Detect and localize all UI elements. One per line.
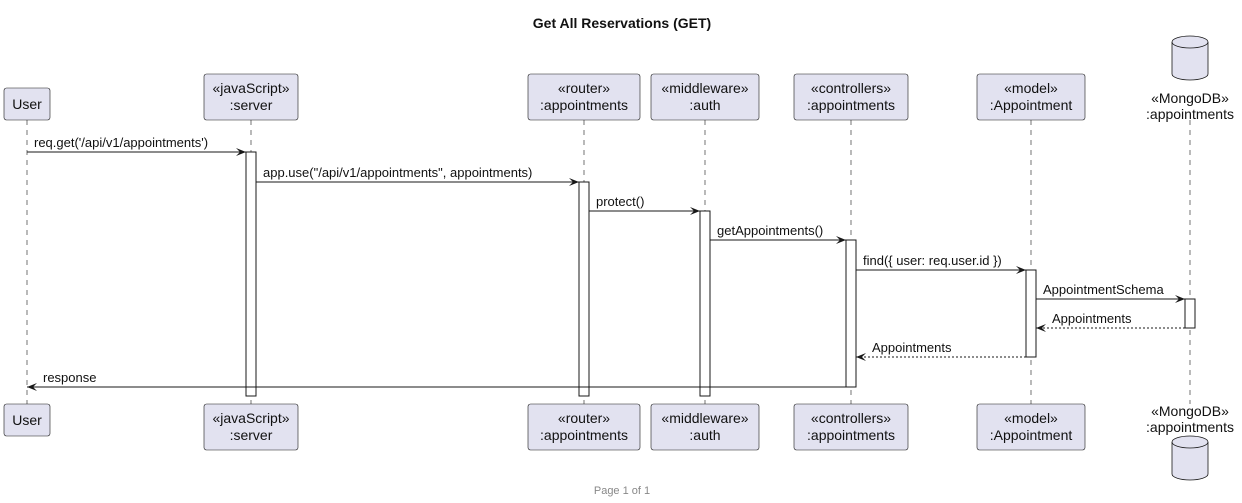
arrowhead-icon: [1036, 324, 1046, 332]
participant-stereotype: «middleware»: [661, 80, 748, 96]
message-2: app.use("/api/v1/appointments", appointm…: [256, 165, 579, 186]
messages: req.get('/api/v1/appointments') app.use("…: [27, 135, 1185, 391]
activation-server: [245, 151, 257, 397]
message-6: AppointmentSchema: [1036, 282, 1185, 303]
participant-stereotype: «model»: [1004, 410, 1058, 426]
participant-box: [793, 73, 909, 121]
participant-auth-top: «middleware»:auth: [650, 73, 760, 121]
arrowhead-icon: [856, 353, 866, 361]
message-label: app.use("/api/v1/appointments", appointm…: [263, 165, 532, 180]
message-4: getAppointments(): [710, 223, 846, 244]
activation-db: [1184, 298, 1196, 329]
participants-bottom: User«javaScript»:server«router»:appointm…: [3, 403, 1234, 481]
participant-box: [527, 73, 641, 121]
message-label: req.get('/api/v1/appointments'): [34, 135, 208, 150]
database-icon-rim: [1171, 41, 1209, 49]
message-8: Appointments: [856, 340, 1026, 361]
arrowhead-icon: [690, 207, 700, 215]
database-icon: [1171, 435, 1209, 481]
participant-name: :appointments: [807, 427, 895, 443]
participant-name: :auth: [689, 427, 720, 443]
participant-stereotype: «router»: [558, 410, 610, 426]
page-footer: Page 1 of 1: [594, 485, 650, 497]
message-label: Appointments: [1052, 311, 1132, 326]
activation-model: [1025, 269, 1037, 358]
participant-name: :appointments: [807, 97, 895, 113]
participant-auth-bottom: «middleware»:auth: [650, 403, 760, 451]
message-7: Appointments: [1036, 311, 1185, 332]
participant-box: [203, 403, 299, 451]
participant-router-bottom: «router»:appointments: [527, 403, 641, 451]
participant-name: User: [12, 96, 42, 112]
participant-name: :auth: [689, 97, 720, 113]
participant-db-top: «MongoDB»:appointments: [1146, 35, 1234, 122]
participant-name: :appointments: [1146, 419, 1234, 435]
arrowhead-icon: [236, 148, 246, 156]
message-label: Appointments: [872, 340, 952, 355]
participant-stereotype: «controllers»: [811, 80, 891, 96]
participant-server-top: «javaScript»:server: [203, 73, 299, 121]
participant-name: :appointments: [540, 97, 628, 113]
participant-box: [203, 73, 299, 121]
participant-box: [527, 403, 641, 451]
message-label: getAppointments(): [717, 223, 823, 238]
database-icon-rim: [1171, 441, 1209, 449]
participant-name: User: [12, 412, 42, 428]
participants-top: User«javaScript»:server«router»:appointm…: [3, 35, 1234, 122]
participant-stereotype: «javaScript»: [212, 410, 289, 426]
activation-router: [578, 181, 590, 397]
participant-stereotype: «router»: [558, 80, 610, 96]
participant-stereotype: «MongoDB»: [1151, 90, 1229, 106]
participant-controller-top: «controllers»:appointments: [793, 73, 909, 121]
message-5: find({ user: req.user.id }): [856, 253, 1026, 274]
participant-stereotype: «middleware»: [661, 410, 748, 426]
participant-stereotype: «controllers»: [811, 410, 891, 426]
participant-router-top: «router»:appointments: [527, 73, 641, 121]
participant-name: :appointments: [540, 427, 628, 443]
message-label: find({ user: req.user.id }): [863, 253, 1002, 268]
activation-bars: [245, 151, 1196, 397]
participant-user-bottom: User: [3, 403, 51, 437]
participant-box: [650, 73, 760, 121]
participant-user-top: User: [3, 87, 51, 121]
message-label: response: [43, 370, 96, 385]
participant-model-top: «model»:Appointment: [976, 73, 1086, 121]
participant-model-bottom: «model»:Appointment: [976, 403, 1086, 451]
participant-name: :Appointment: [990, 427, 1073, 443]
arrowhead-icon: [1175, 295, 1185, 303]
arrowhead-icon: [836, 236, 846, 244]
participant-box: [3, 87, 51, 121]
activation-controller: [845, 239, 857, 388]
arrowhead-icon: [1016, 266, 1026, 274]
participant-name: :appointments: [1146, 106, 1234, 122]
diagram-title: Get All Reservations (GET): [533, 15, 711, 31]
message-label: AppointmentSchema: [1043, 282, 1164, 297]
arrowhead-icon: [27, 383, 37, 391]
message-9: response: [27, 370, 846, 391]
participant-box: [793, 403, 909, 451]
participant-name: :server: [230, 97, 273, 113]
message-label: protect(): [596, 194, 644, 209]
participant-box: [3, 403, 51, 437]
participant-db-bottom: «MongoDB»:appointments: [1146, 403, 1234, 481]
participant-stereotype: «model»: [1004, 80, 1058, 96]
database-icon: [1171, 35, 1209, 81]
participant-box: [976, 403, 1086, 451]
participant-stereotype: «javaScript»: [212, 80, 289, 96]
arrowhead-icon: [569, 178, 579, 186]
lifelines: [26, 120, 1191, 404]
participant-name: :server: [230, 427, 273, 443]
activation-auth: [699, 210, 711, 397]
participant-box: [976, 73, 1086, 121]
message-3: protect(): [589, 194, 700, 215]
participant-stereotype: «MongoDB»: [1151, 403, 1229, 419]
message-1: req.get('/api/v1/appointments'): [27, 135, 246, 156]
participant-server-bottom: «javaScript»:server: [203, 403, 299, 451]
participant-name: :Appointment: [990, 97, 1073, 113]
participant-box: [650, 403, 760, 451]
participant-controller-bottom: «controllers»:appointments: [793, 403, 909, 451]
